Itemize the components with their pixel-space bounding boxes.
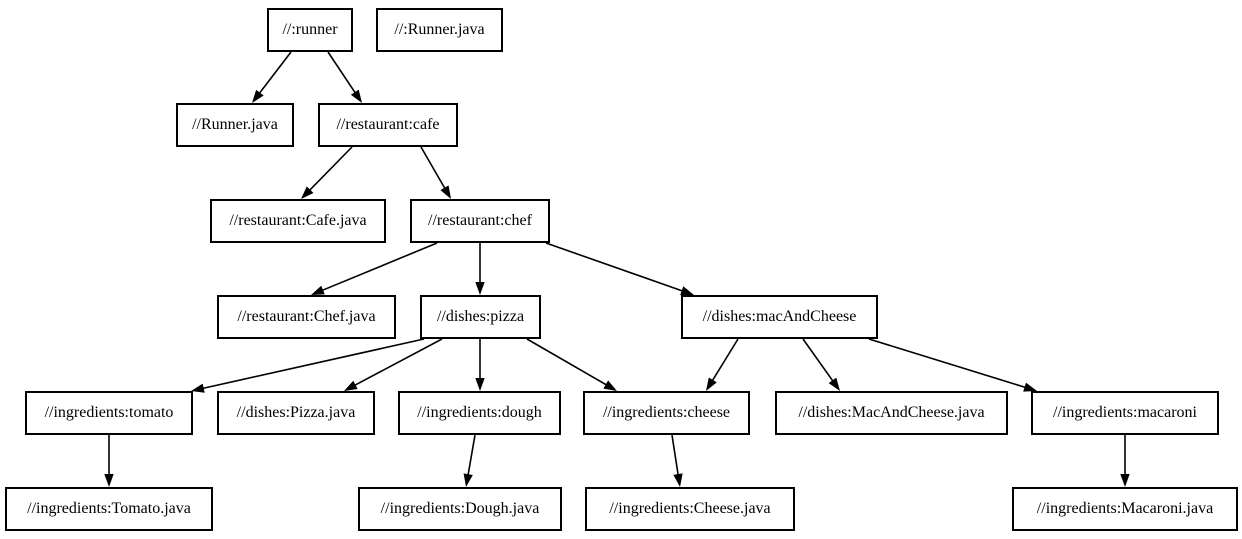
edge-mac-and-cheese-to-mac-and-cheese-java (802, 338, 840, 391)
node-runner-java-src: //:Runner.java (376, 8, 503, 52)
node-cheese: //ingredients:cheese (583, 391, 750, 435)
edge-runner-to-cafe (327, 51, 362, 103)
node-macaroni: //ingredients:macaroni (1031, 391, 1219, 435)
node-macaroni-java: //ingredients:Macaroni.java (1012, 487, 1238, 531)
edge-chef-to-chef-java (311, 242, 438, 295)
edge-mac-and-cheese-to-macaroni (868, 338, 1037, 392)
edge-pizza-to-pizza-java (344, 338, 443, 391)
node-pizza: //dishes:pizza (420, 295, 541, 339)
edge-dough-to-dough-java (463, 434, 476, 487)
node-chef-java: //restaurant:Chef.java (217, 295, 396, 339)
edge-chef-to-mac-and-cheese (545, 242, 694, 296)
edge-pizza-to-tomato (191, 338, 425, 393)
node-tomato-java: //ingredients:Tomato.java (5, 487, 213, 531)
edge-runner-to-runner-java (252, 51, 292, 103)
edge-pizza-to-dough (475, 339, 485, 391)
node-mac-and-cheese: //dishes:macAndCheese (681, 295, 878, 339)
node-pizza-java: //dishes:Pizza.java (217, 391, 375, 435)
node-tomato: //ingredients:tomato (25, 391, 193, 435)
edge-macaroni-to-macaroni-java (1120, 435, 1130, 487)
node-chef: //restaurant:chef (410, 199, 550, 243)
node-cheese-java: //ingredients:Cheese.java (585, 487, 795, 531)
node-mac-and-cheese-java: //dishes:MacAndCheese.java (775, 391, 1008, 435)
edge-pizza-to-cheese (526, 338, 617, 391)
edge-tomato-to-tomato-java (104, 435, 114, 487)
node-dough-java: //ingredients:Dough.java (358, 487, 562, 531)
node-runner: //:runner (267, 8, 353, 52)
edge-mac-and-cheese-to-cheese (706, 338, 739, 391)
edge-chef-to-pizza (475, 243, 485, 295)
node-dough: //ingredients:dough (398, 391, 561, 435)
edge-cafe-to-cafe-java (301, 146, 353, 199)
node-cafe: //restaurant:cafe (318, 103, 458, 147)
node-runner-java: //Runner.java (176, 103, 294, 147)
node-cafe-java: //restaurant:Cafe.java (210, 199, 386, 243)
edge-cheese-to-cheese-java (671, 434, 683, 487)
edge-cafe-to-chef (420, 146, 451, 199)
